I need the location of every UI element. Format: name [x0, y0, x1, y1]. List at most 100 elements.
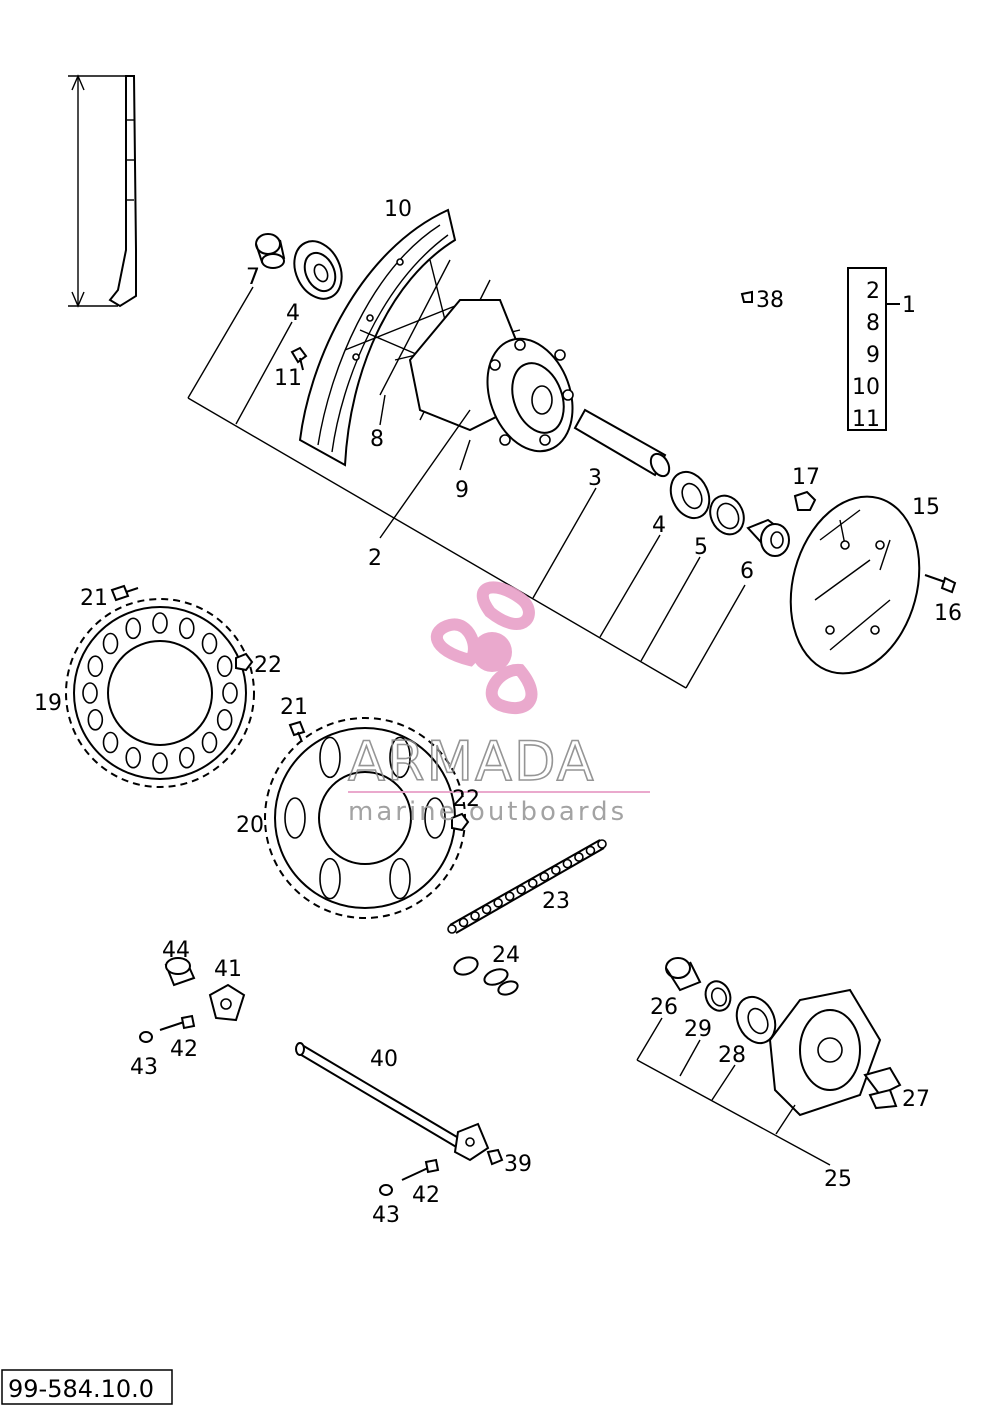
propeller-icon	[430, 581, 538, 715]
kit-item-5: 11	[852, 407, 880, 432]
label-part-42-a: 42	[170, 1037, 198, 1062]
chain-link	[527, 878, 538, 889]
label-part-5: 5	[694, 535, 708, 560]
kit-item-4: 10	[852, 375, 880, 400]
sprocket-nut	[235, 652, 254, 672]
sprocket-hole	[201, 632, 218, 655]
sprocket-nut-2	[451, 812, 470, 832]
sprocket-hole	[102, 632, 119, 655]
chain-adjuster-block	[164, 957, 196, 987]
label-part-3: 3	[588, 466, 602, 491]
spacer-bushing	[255, 233, 286, 269]
sprocket-slot	[284, 797, 306, 839]
label-part-11: 11	[274, 366, 302, 391]
sprocket-hole	[152, 752, 168, 774]
chain-link	[504, 891, 515, 902]
label-part-4-right: 4	[652, 513, 666, 538]
label-part-26: 26	[650, 995, 678, 1020]
part-labels: 1 2 3 4 4 5 6 7 8 9 10 11 15 16 17 19 20…	[34, 197, 962, 1228]
label-part-9: 9	[455, 478, 469, 503]
label-part-8: 8	[370, 427, 384, 452]
sprocket-slot	[389, 857, 411, 900]
distance-bushing	[746, 518, 790, 557]
assembly-leader-lines	[187, 286, 746, 689]
label-part-40: 40	[370, 1047, 398, 1072]
label-part-24: 24	[492, 943, 520, 968]
valve-cap	[740, 290, 753, 303]
chain-link	[493, 898, 503, 908]
wheel-rim	[298, 208, 457, 467]
rear-sprocket-large	[65, 598, 255, 788]
label-part-20: 20	[236, 813, 264, 838]
label-part-6: 6	[740, 559, 754, 584]
kit-contents-list: 2 8 9 10 11	[852, 279, 880, 432]
hub-bolt	[290, 346, 308, 371]
axle-bolt	[401, 1158, 440, 1181]
kit-item-3: 9	[866, 343, 880, 368]
kit-contents-box	[847, 267, 887, 431]
label-part-17: 17	[792, 465, 820, 490]
adjuster-bolt	[159, 1014, 196, 1031]
sprocket-hole	[125, 617, 142, 640]
sprocket-bolt-2	[288, 720, 306, 743]
carrier-seal	[704, 980, 732, 1012]
diagram-code: 99-584.10.0	[8, 1375, 154, 1403]
label-part-4-left: 4	[286, 301, 300, 326]
carrier-bearing	[735, 995, 777, 1045]
sprocket-bolt	[110, 584, 139, 602]
label-part-44: 44	[162, 938, 190, 963]
axle-nut	[379, 1184, 393, 1196]
watermark-logo: ARMADA marine outboards	[347, 581, 650, 827]
brake-disc	[789, 495, 921, 675]
sprocket-hole	[222, 682, 238, 704]
sprocket-hole	[152, 612, 168, 634]
label-part-28: 28	[718, 1043, 746, 1068]
label-part-2: 2	[368, 546, 382, 571]
chain-adjuster-plate	[208, 983, 246, 1022]
sprocket-hole	[102, 731, 119, 754]
sprocket-hole	[87, 655, 104, 678]
kit-item-1: 2	[866, 279, 880, 304]
chain-link	[574, 852, 584, 862]
kit-item-2: 8	[866, 311, 880, 336]
label-part-7: 7	[246, 265, 260, 290]
label-part-1: 1	[902, 293, 916, 318]
chain-link	[458, 917, 469, 928]
carrier-leader-lines	[636, 1017, 831, 1166]
chain-link	[447, 924, 457, 934]
sprocket-slot	[319, 857, 341, 900]
watermark-brand: ARMADA	[348, 730, 596, 793]
chain-link	[470, 911, 480, 921]
adjuster-nut	[139, 1031, 153, 1043]
diagram-code-box: 99-584.10.0	[1, 1369, 173, 1405]
spoke-dimension	[68, 74, 137, 308]
rear-hub	[408, 299, 574, 453]
label-part-19: 19	[34, 691, 62, 716]
axle-cap	[486, 1148, 504, 1166]
label-part-10: 10	[384, 197, 412, 222]
sprocket-slot	[389, 736, 411, 779]
sprocket-slot	[424, 797, 446, 839]
sprocket-hole	[216, 708, 233, 731]
sprocket-hole	[178, 617, 195, 640]
label-part-43-b: 43	[372, 1203, 400, 1228]
damper-rubber	[863, 1066, 902, 1110]
sprocket-carrier	[768, 988, 882, 1117]
chain-master-link	[453, 956, 519, 996]
chain-link	[597, 839, 607, 849]
sprocket-hole	[82, 682, 98, 704]
sprocket-hole	[178, 746, 195, 769]
label-part-43-a: 43	[130, 1055, 158, 1080]
label-part-22-b: 22	[452, 787, 480, 812]
sprocket-hole	[125, 746, 142, 769]
chain-link	[481, 904, 492, 915]
wheel-bearing-left	[293, 240, 343, 300]
label-part-23: 23	[542, 889, 570, 914]
sprocket-hole	[87, 708, 104, 731]
sprocket-hole	[201, 731, 218, 754]
drive-chain	[447, 839, 607, 934]
chain-link	[516, 884, 527, 895]
watermark-tagline: marine outboards	[348, 797, 627, 827]
chain-link	[539, 871, 550, 882]
